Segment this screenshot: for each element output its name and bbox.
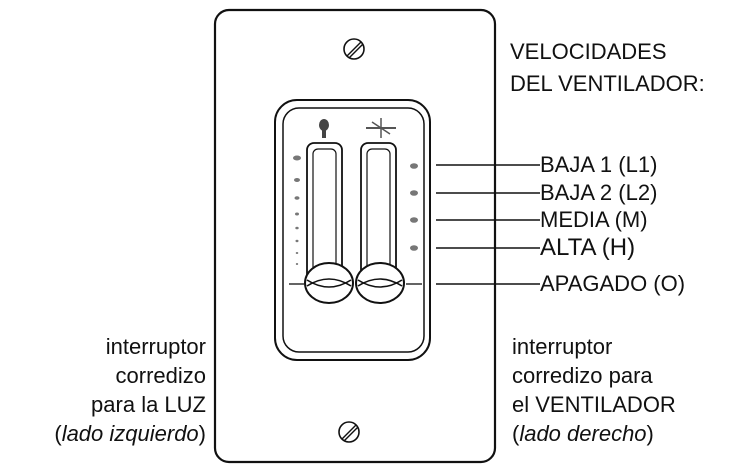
fan-caption-line4: (lado derecho) xyxy=(512,421,654,446)
speed-leader-lines xyxy=(436,164,540,285)
bulb-icon xyxy=(319,119,329,138)
light-switch-caption: interruptor corredizo para la LUZ (lado … xyxy=(54,332,206,448)
light-slider-knob[interactable] xyxy=(303,262,355,304)
light-slider-track[interactable] xyxy=(306,142,343,284)
speed-label-low1: BAJA 1 (L1) xyxy=(540,152,658,177)
fan-speeds-heading-line2: DEL VENTILADOR: xyxy=(510,71,705,96)
speed-label-off: APAGADO (O) xyxy=(540,271,686,296)
fan-switch-caption: interruptor corredizo para el VENTILADOR… xyxy=(512,332,676,448)
speed-label-medium: MEDIA (M) xyxy=(540,207,648,232)
light-caption-line3: para la LUZ xyxy=(91,392,206,417)
control-module-inner xyxy=(282,107,425,353)
fan-icon xyxy=(366,118,396,138)
fan-speed-dots xyxy=(410,163,418,251)
fan-speeds-heading: VELOCIDADES DEL VENTILADOR: xyxy=(510,36,705,100)
light-level-dots xyxy=(293,155,301,265)
control-module-outer xyxy=(274,99,431,361)
fan-caption-line2: corredizo para xyxy=(512,363,653,388)
light-caption-line4: (lado izquierdo) xyxy=(54,421,206,446)
fan-caption-line3: el VENTILADOR xyxy=(512,392,676,417)
bottom-screw-icon xyxy=(338,421,360,443)
speed-label-high: ALTA (H) xyxy=(540,234,636,261)
fan-speeds-heading-line1: VELOCIDADES xyxy=(510,39,667,64)
fan-caption-line1: interruptor xyxy=(512,334,613,359)
top-screw-icon xyxy=(343,38,365,60)
light-caption-line1: interruptor xyxy=(105,334,206,359)
fan-slider-track[interactable] xyxy=(360,142,397,284)
fan-slider-knob[interactable] xyxy=(354,262,406,304)
light-caption-line2: corredizo xyxy=(115,363,206,388)
speed-label-low2: BAJA 2 (L2) xyxy=(540,180,658,205)
